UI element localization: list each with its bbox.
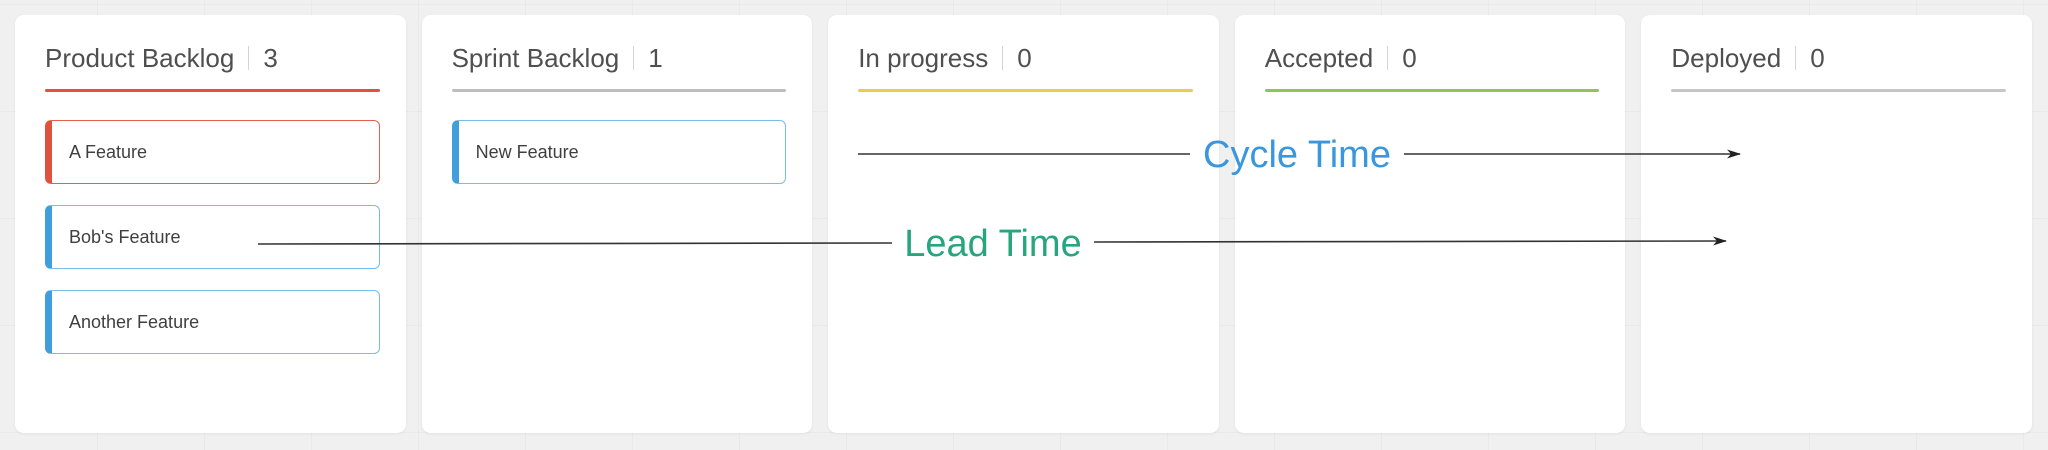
header-divider (248, 46, 250, 70)
column-title: Deployed (1671, 43, 1782, 73)
header-divider (1002, 46, 1004, 70)
column-count: 0 (1402, 43, 1417, 73)
card-label: A Feature (69, 141, 148, 162)
column-header: Deployed 0 (1671, 43, 2006, 73)
card-label: Another Feature (69, 311, 200, 332)
card-label: Bob's Feature (69, 226, 181, 247)
column-sprint-backlog: Sprint Backlog 1 New Feature (421, 15, 813, 433)
column-accepted: Accepted 0 (1234, 15, 1626, 433)
column-in-progress: In progress 0 (828, 15, 1219, 433)
card-a-feature[interactable]: A Feature (45, 120, 380, 184)
card-another-feature[interactable]: Another Feature (45, 290, 380, 354)
column-title: Sprint Backlog (451, 43, 620, 73)
column-title: Accepted (1264, 43, 1374, 73)
column-header: Accepted 0 (1265, 43, 1600, 73)
card-list: New Feature (451, 120, 787, 184)
column-count: 0 (1017, 43, 1032, 73)
column-deployed: Deployed 0 (1641, 15, 2032, 433)
card-bobs-feature[interactable]: Bob's Feature (45, 205, 380, 269)
column-header: In progress 0 (858, 43, 1193, 73)
column-underline (45, 89, 380, 92)
header-divider (1795, 46, 1797, 70)
card-new-feature[interactable]: New Feature (451, 120, 787, 184)
column-title: In progress (858, 43, 989, 73)
card-list: A Feature Bob's Feature Another Feature (45, 120, 380, 354)
card-label: New Feature (475, 141, 579, 162)
column-count: 1 (648, 43, 663, 73)
kanban-board: Product Backlog 3 A Feature Bob's Featur… (15, 15, 2032, 433)
column-header: Sprint Backlog 1 (452, 43, 787, 73)
column-underline (858, 89, 1193, 92)
column-count: 3 (263, 43, 278, 73)
header-divider (1387, 46, 1389, 70)
column-product-backlog: Product Backlog 3 A Feature Bob's Featur… (15, 15, 406, 433)
column-header: Product Backlog 3 (45, 43, 380, 73)
column-count: 0 (1810, 43, 1825, 73)
column-title: Product Backlog (45, 43, 235, 73)
column-underline (1264, 89, 1600, 92)
header-divider (633, 46, 635, 70)
column-underline (451, 89, 787, 92)
column-underline (1671, 89, 2006, 92)
